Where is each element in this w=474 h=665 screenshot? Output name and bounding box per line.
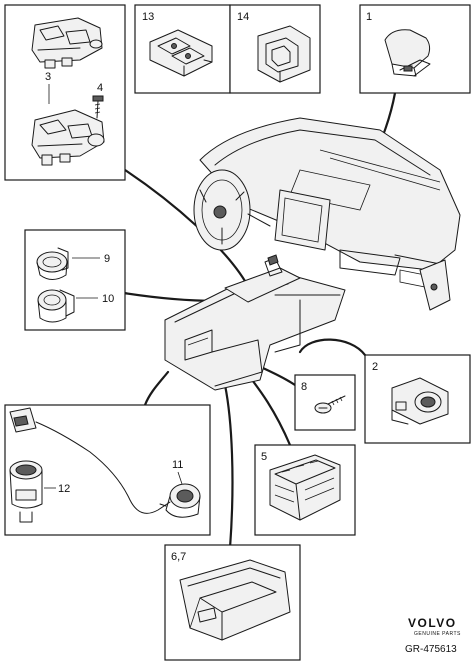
box-8-frame [294,374,356,431]
box-2: 2 [364,354,471,444]
callout-5: 5 [261,451,267,463]
dashboard-assembly [199,117,461,311]
leader-6-7 [223,383,234,550]
box-9-10-frame [24,229,126,331]
callout-11: 11 [172,459,183,471]
callout-10: 10 [102,293,114,305]
reader-2-icon [391,377,449,425]
callout-9: 9 [104,253,110,265]
box-6-7: 6,7 [164,544,301,661]
socket-11-icon [159,483,201,518]
screw-4-icon [92,95,104,119]
callout-12: 12 [58,483,70,495]
box-11-12: 11 12 [4,404,211,536]
double-switch-13 [149,29,213,77]
steering-wheel [193,169,271,251]
box-8: 8 [294,374,356,431]
box-1: 1 [359,4,471,94]
leader-5 [244,370,292,447]
storage-tray-icon [179,559,291,641]
brand-name: VOLVO [408,616,457,630]
box-13-14: 13 14 [134,4,321,94]
control-panel-5-icon [269,454,341,521]
callout-11-line [177,471,183,485]
gear-selector-switch-upper [31,17,103,69]
screw-8-icon [314,395,346,414]
callout-1: 1 [366,11,372,23]
callout-8: 8 [301,381,307,393]
brand-tagline: GENUINE PARTS [414,631,461,637]
socket-9-icon [36,247,69,280]
callout-3: 3 [45,71,51,83]
single-switch-14 [257,25,311,83]
sensor-1-icon [384,29,431,77]
leader-2 [298,338,367,357]
box-3-4: 3 4 [4,4,126,181]
center-console [164,254,346,391]
usb-connector-icon [9,407,171,514]
callout-2: 2 [372,361,378,373]
box-5: 5 [254,444,356,536]
reference-number: GR-475613 [405,644,457,655]
socket-10-icon [37,289,75,323]
callout-14: 14 [237,11,249,23]
callout-13: 13 [142,11,154,23]
volvo-logo: VOLVO GENUINE PARTS [408,616,461,637]
callout-6-7: 6,7 [171,551,186,563]
leader-11-12 [143,370,170,407]
callout-4: 4 [97,82,103,94]
socket-12-icon [9,460,43,523]
gear-selector-switch-lower [31,109,105,166]
box-9-10: 9 10 [24,229,126,331]
